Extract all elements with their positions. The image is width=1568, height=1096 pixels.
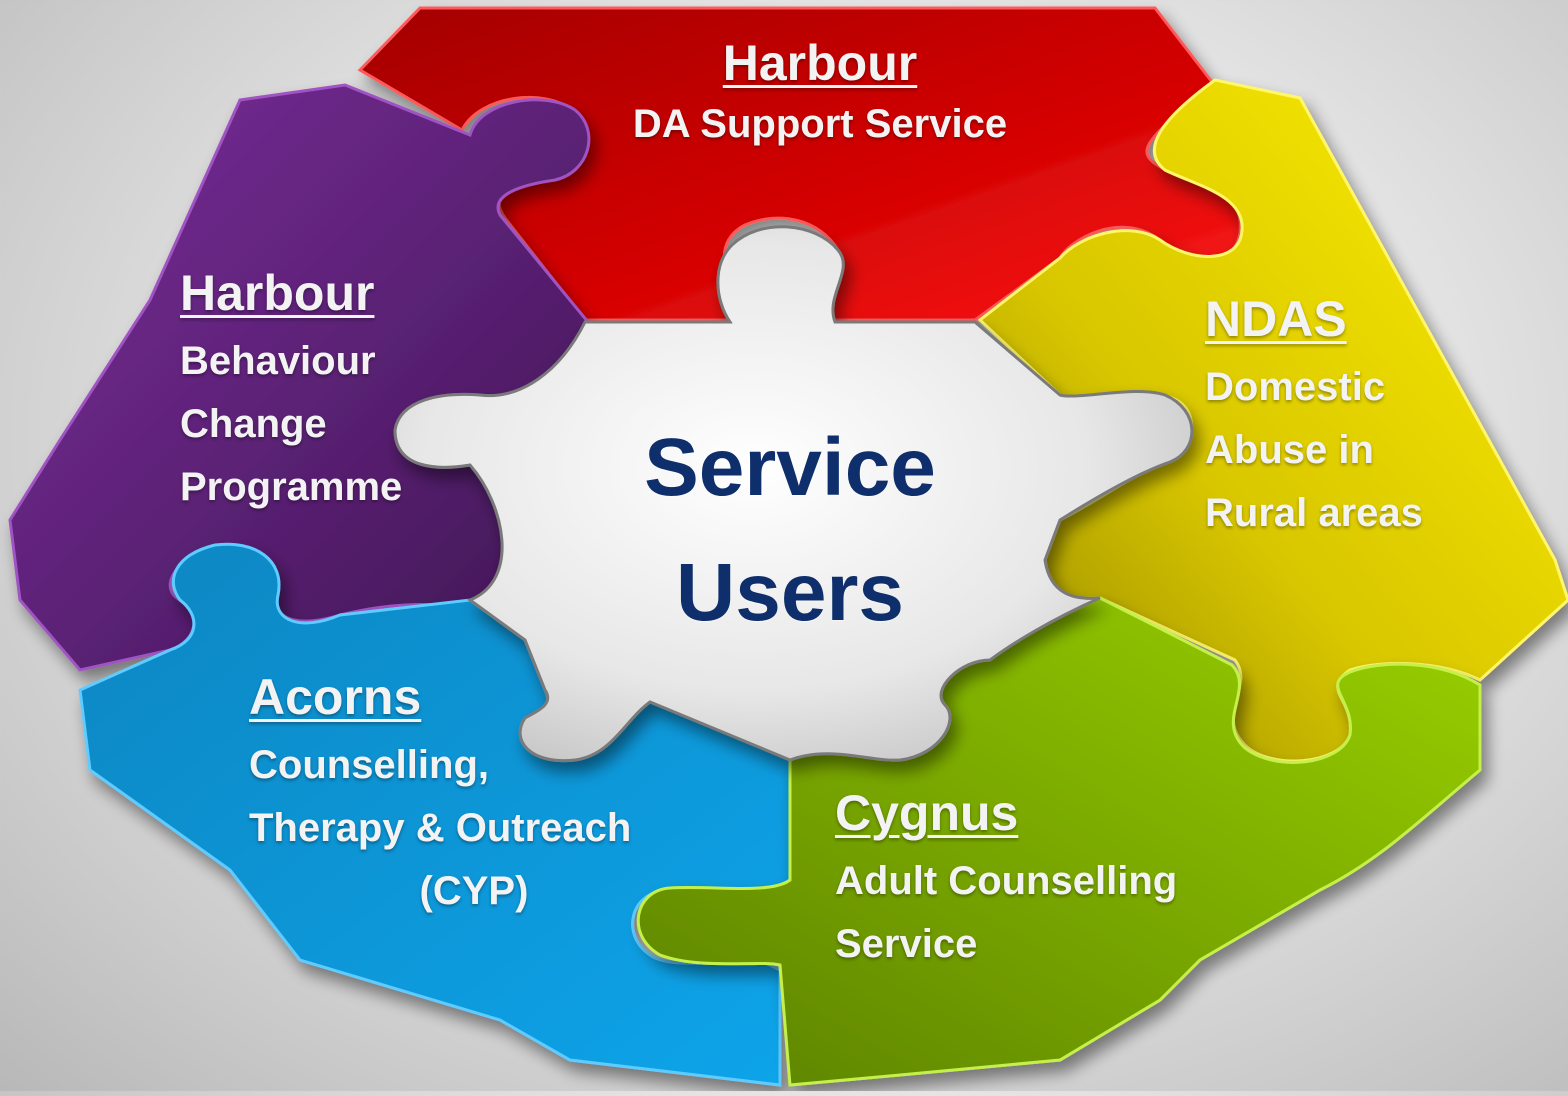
yellow-piece-line-1: Domestic bbox=[1205, 365, 1386, 409]
puzzle-piece-center bbox=[393, 225, 1194, 763]
purple-piece-line-2: Change bbox=[180, 402, 327, 446]
label-green-piece: Cygnus Adult Counselling Service bbox=[835, 788, 1177, 976]
center-line-2: Users bbox=[676, 547, 904, 638]
purple-piece-title: Harbour bbox=[180, 265, 375, 321]
blue-piece-line-1: Counselling, bbox=[249, 743, 489, 787]
green-piece-line-1: Adult Counselling bbox=[835, 859, 1178, 903]
purple-piece-line-3: Programme bbox=[180, 465, 403, 509]
red-piece-line-1: DA Support Service bbox=[632, 102, 1008, 146]
center-line-1: Service bbox=[644, 422, 936, 513]
yellow-piece-line-2: Abuse in bbox=[1205, 428, 1374, 472]
label-blue-piece: Acorns Counselling, Therapy & Outreach (… bbox=[249, 672, 699, 923]
blue-piece-line-3: (CYP) bbox=[419, 869, 529, 913]
red-piece-title: Harbour bbox=[722, 35, 918, 91]
label-purple-piece: Harbour Behaviour Change Programme bbox=[180, 268, 402, 519]
green-piece-title: Cygnus bbox=[835, 785, 1019, 841]
label-yellow-piece: NDAS Domestic Abuse in Rural areas bbox=[1205, 294, 1423, 545]
yellow-piece-title: NDAS bbox=[1205, 291, 1347, 347]
blue-piece-title: Acorns bbox=[249, 669, 422, 725]
yellow-piece-line-3: Rural areas bbox=[1205, 491, 1423, 535]
label-red-piece: Harbour DA Support Service bbox=[600, 38, 1040, 152]
green-piece-line-2: Service bbox=[835, 922, 978, 966]
center-label: Service Users bbox=[540, 405, 1040, 655]
purple-piece-line-1: Behaviour bbox=[180, 339, 376, 383]
blue-piece-line-2: Therapy & Outreach bbox=[249, 806, 632, 850]
